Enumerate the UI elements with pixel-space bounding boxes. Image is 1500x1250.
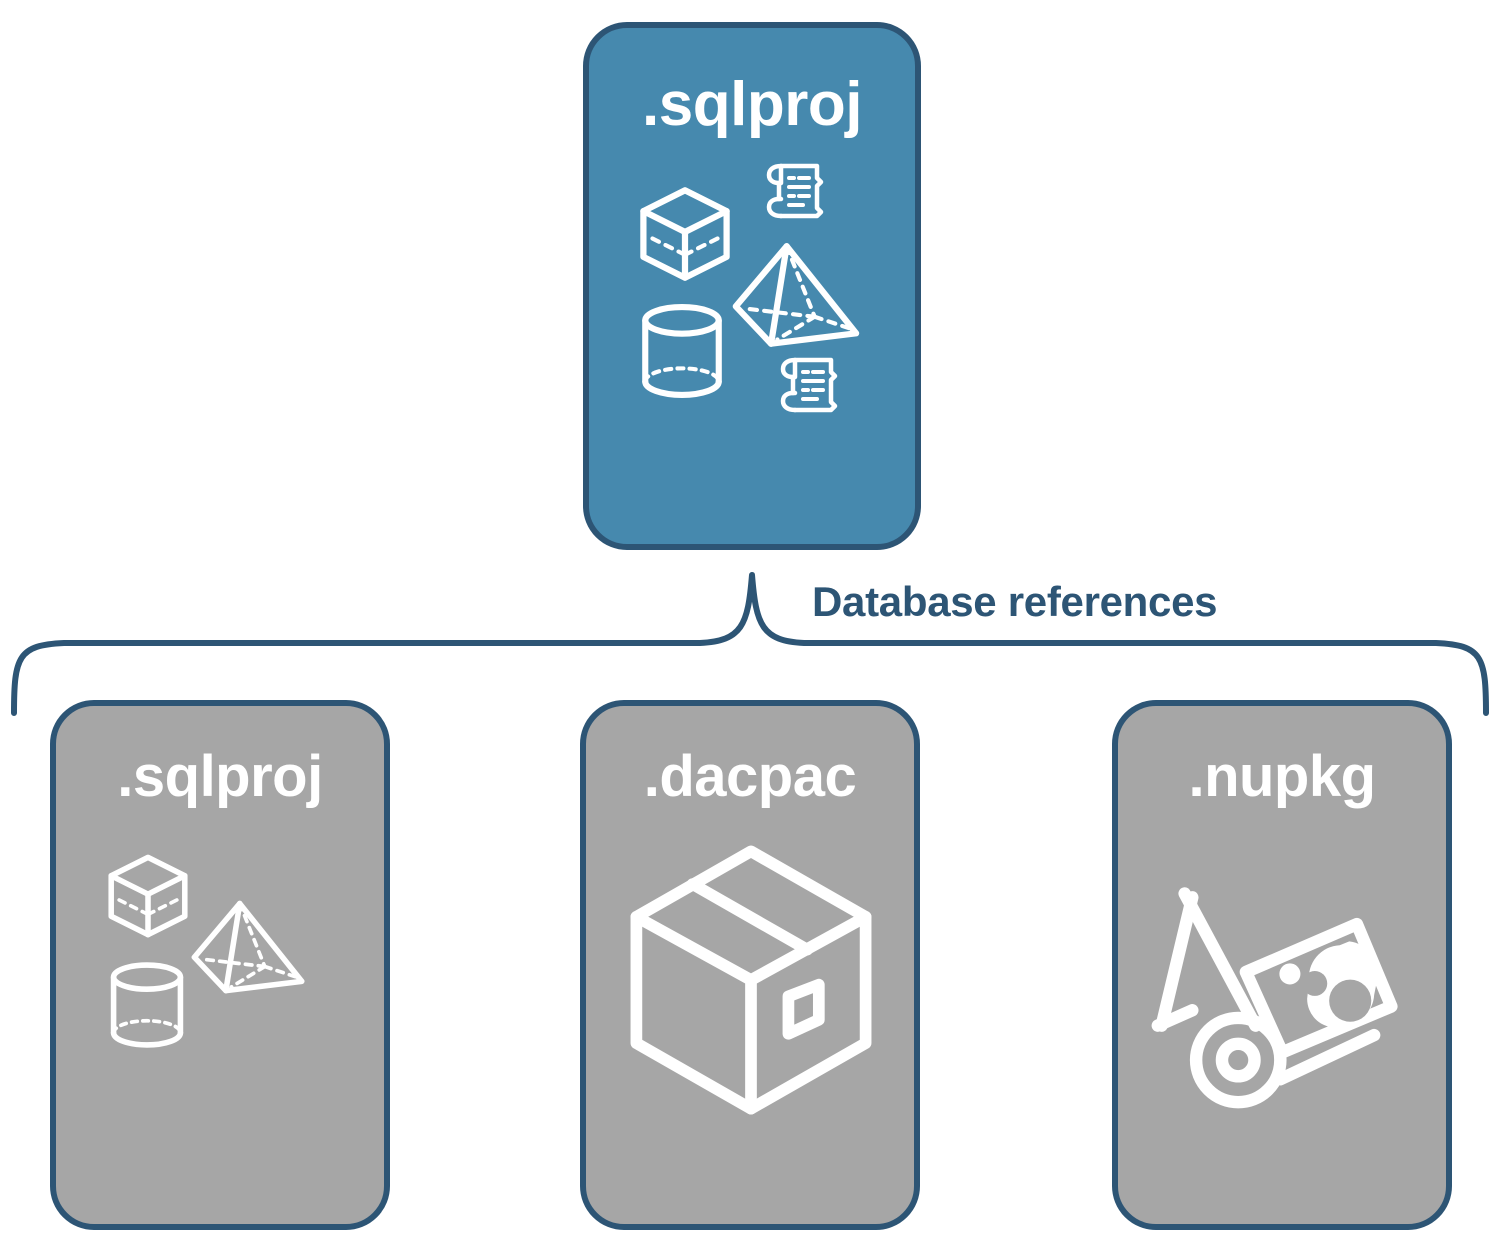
cylinder-wireframe-icon [110,962,184,1048]
package-box-icon [630,845,872,1115]
scroll-icon [766,163,824,219]
card-parent-title: .sqlproj [642,70,862,139]
hand-truck-package-icon [1151,887,1398,1109]
database-references-bracket [11,572,1489,716]
card-sqlproj-child[interactable]: .sqlproj [50,700,390,1230]
pyramid-wireframe-icon [191,900,305,994]
pyramid-wireframe-icon [732,243,860,347]
card-dacpac-title: .dacpac [643,744,857,809]
scroll-icon [780,357,838,413]
nupkg-icon-group [1132,826,1432,1136]
card-nupkg[interactable]: .nupkg [1112,700,1452,1230]
card-sqlproj-child-title: .sqlproj [117,744,323,809]
cube-wireframe-icon [108,854,188,938]
database-references-label: Database references [812,578,1218,625]
card-dacpac[interactable]: .dacpac [580,700,920,1230]
parent-icon-group [627,154,877,444]
sqlproj-child-icon-group [70,826,370,1136]
cylinder-wireframe-icon [642,304,722,398]
dacpac-icon-group [600,826,900,1136]
card-sqlproj-parent[interactable]: .sqlproj [583,22,921,550]
cube-wireframe-icon [640,187,730,281]
card-nupkg-title: .nupkg [1188,744,1376,809]
